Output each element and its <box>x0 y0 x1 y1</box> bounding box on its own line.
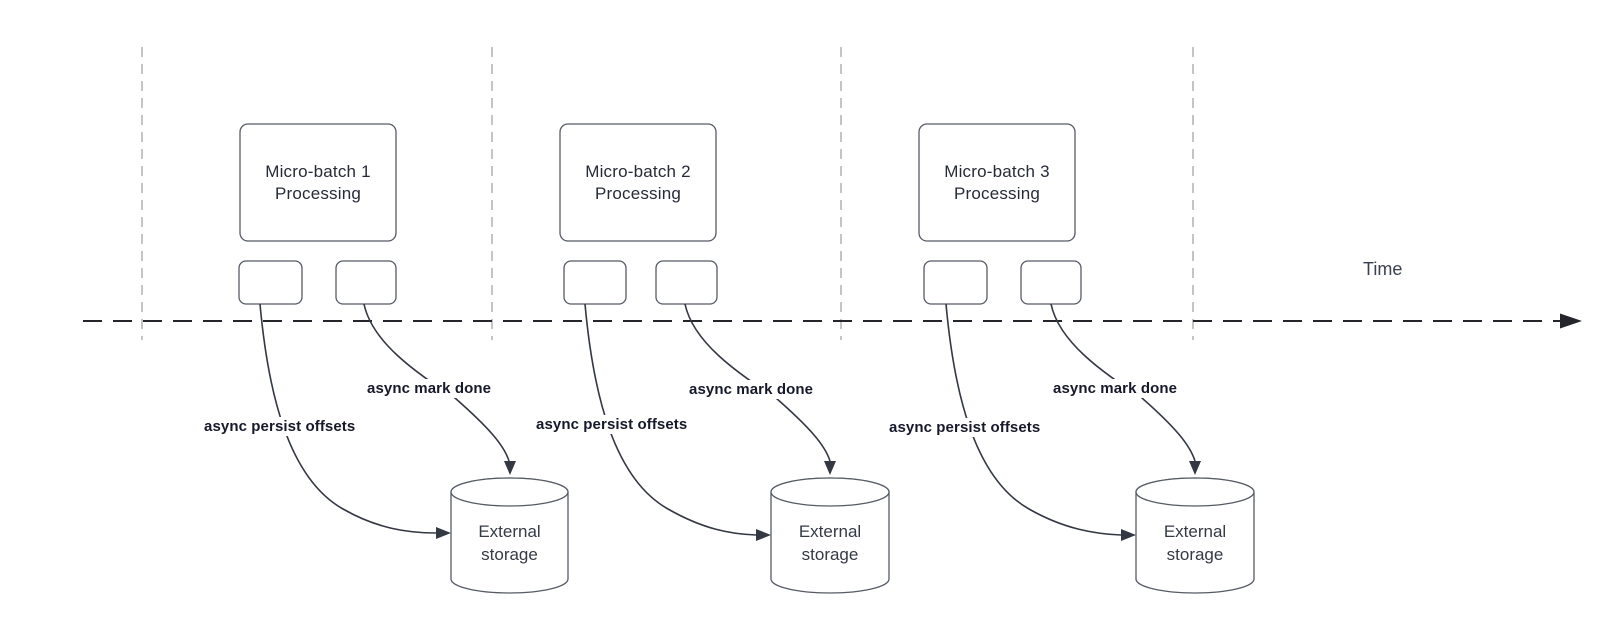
persist-arrow-path-1 <box>259 303 437 534</box>
persist-offsets-label-1: async persist offsets <box>201 417 359 436</box>
persist-arrowhead-icon-3 <box>1121 529 1136 541</box>
done-task-box-2 <box>655 260 718 305</box>
microbatch-2-title-text: Micro-batch 2 Processing <box>585 161 691 203</box>
persist-task-box-1 <box>238 260 303 305</box>
done-task-box-3 <box>1020 260 1082 305</box>
storage-label-1: External storage <box>451 505 568 581</box>
time-axis-arrowhead-icon <box>1560 313 1582 329</box>
done-task-box-1 <box>335 260 397 305</box>
microbatch-3-box <box>918 123 1076 242</box>
microbatch-1-title: Micro-batch 1 Processing <box>240 124 396 241</box>
storage-cylinder-top-3 <box>1135 477 1255 507</box>
microbatch-1-box <box>239 123 397 242</box>
storage-label-text-2: External storage <box>798 522 862 564</box>
persist-offsets-label-3: async persist offsets <box>886 418 1044 437</box>
microbatch-2-box <box>559 123 717 242</box>
persist-offsets-label-2: async persist offsets <box>533 415 691 434</box>
storage-cylinder-top-2 <box>770 477 890 507</box>
microbatch-3-title-text: Micro-batch 3 Processing <box>944 161 1050 203</box>
storage-label-2: External storage <box>771 505 889 581</box>
done-arrowhead-icon-2 <box>824 461 836 475</box>
storage-label-text-1: External storage <box>478 522 541 564</box>
persist-task-box-3 <box>923 260 988 305</box>
mark-done-label-2: async mark done <box>686 380 817 399</box>
done-arrowhead-icon-3 <box>1189 461 1201 475</box>
microbatch-1-title-text: Micro-batch 1 Processing <box>265 161 371 203</box>
mark-done-label-3: async mark done <box>1050 379 1181 398</box>
persist-arrow-path-3 <box>945 303 1122 536</box>
microbatch-2-title: Micro-batch 2 Processing <box>560 124 716 241</box>
persist-arrowhead-icon-1 <box>436 527 451 539</box>
persist-task-box-2 <box>563 260 627 305</box>
persist-arrow-path-2 <box>584 303 757 536</box>
time-axis-label: Time <box>1363 259 1403 279</box>
storage-cylinder-top-1 <box>450 477 569 507</box>
microbatch-3-title: Micro-batch 3 Processing <box>919 124 1075 241</box>
done-arrowhead-icon-1 <box>504 461 516 475</box>
mark-done-label-1: async mark done <box>364 379 495 398</box>
persist-arrowhead-icon-2 <box>756 529 771 541</box>
storage-label-text-3: External storage <box>1163 522 1227 564</box>
storage-label-3: External storage <box>1136 505 1254 581</box>
